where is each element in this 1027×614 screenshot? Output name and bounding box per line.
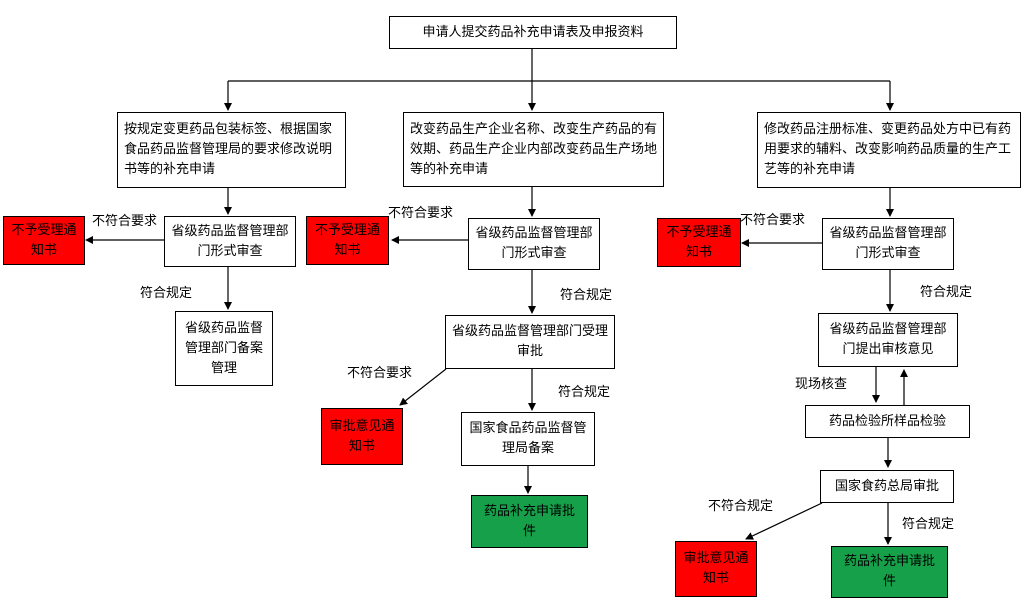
col2-reject-label: 不符合要求 [388, 206, 454, 221]
col3-case-box: 修改药品注册标准、变更药品处方中已有药用要求的辅料、改变影响药品质量的生产工艺等… [757, 112, 1021, 188]
col3-approval-document-box: 药品补充申请批件 [831, 546, 948, 598]
col2-pass-label: 符合规定 [560, 288, 613, 303]
col3-approval-opinion-box: 审批意见通知书 [675, 541, 757, 597]
arrow-col2-reject2 [399, 368, 447, 406]
col3-pass-label: 符合规定 [920, 285, 973, 300]
col1-record-box: 省级药品监督管理部门备案管理 [175, 311, 273, 386]
col3-sample-test-box: 药品检验所样品检验 [805, 405, 970, 438]
col1-reject-notice-box: 不予受理通知书 [3, 216, 85, 265]
col2-accept-review-box: 省级药品监督管理部门受理审批 [445, 315, 615, 369]
col3-opinion-box: 省级药品监督管理部门提出审核意见 [818, 313, 958, 367]
submit-application-box: 申请人提交药品补充申请表及申报资料 [389, 16, 677, 49]
col2-formal-review-box: 省级药品监督管理部门形式审查 [468, 218, 600, 270]
col2-approval-opinion-box: 审批意见通知书 [321, 408, 403, 465]
col3-formal-review-box: 省级药品监督管理部门形式审查 [822, 218, 954, 270]
col2-reject-notice-box: 不予受理通知书 [306, 216, 389, 265]
col3-inspect-label: 现场核查 [795, 377, 848, 392]
col1-reject-label: 不符合要求 [92, 214, 158, 229]
arrow-col3-reject2 [745, 502, 823, 540]
col3-reject-label: 不符合要求 [740, 213, 806, 228]
col2-reject2-label: 不符合要求 [347, 366, 413, 381]
col3-national-approval-box: 国家食药总局审批 [820, 470, 954, 503]
col2-approval-document-box: 药品补充申请批件 [471, 495, 588, 548]
col2-pass2-label: 符合规定 [558, 385, 611, 400]
col2-case-box: 改变药品生产企业名称、改变生产药品的有效期、药品生产企业内部改变药品生产场地等的… [403, 112, 664, 187]
col3-reject-notice-box: 不予受理通知书 [657, 218, 741, 267]
col1-case-box: 按规定变更药品包装标签、根据国家食品药品监督管理局的要求修改说明书等的补充申请 [117, 112, 346, 188]
col3-reject2-label: 不符合规定 [708, 499, 774, 514]
col3-pass2-label: 符合规定 [902, 517, 955, 532]
col1-pass-label: 符合规定 [140, 286, 193, 301]
col2-national-record-box: 国家食品药品监督管理局备案 [461, 412, 595, 466]
col1-formal-review-box: 省级药品监督管理部门形式审查 [164, 216, 296, 267]
